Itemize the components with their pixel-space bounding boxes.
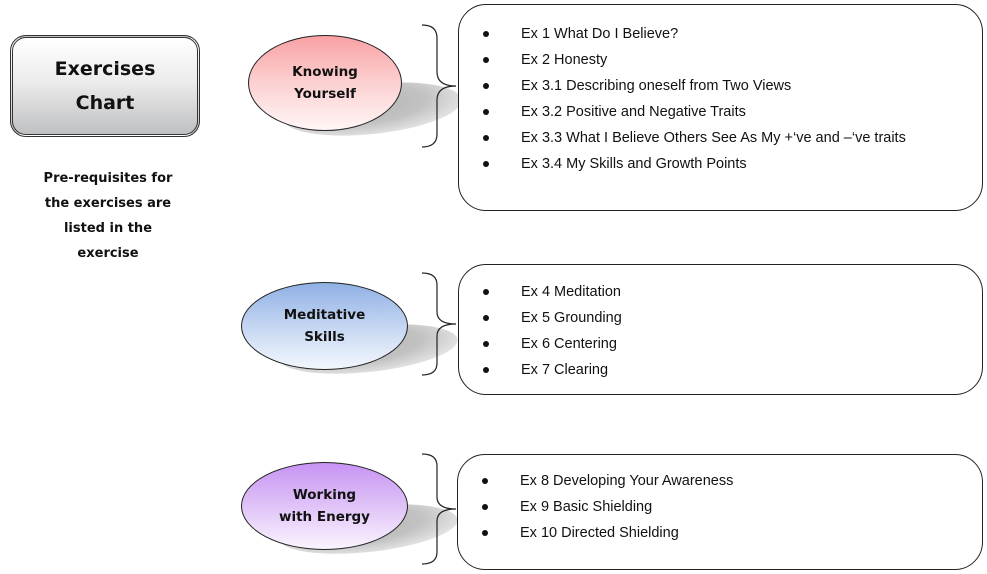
exercise-item: Ex 2 Honesty [459,47,982,73]
bullet-icon [483,289,489,295]
bullet-icon [483,57,489,63]
exercise-item: Ex 1 What Do I Believe? [459,21,982,47]
note-line: exercise [77,246,139,261]
exercise-list-meditative-skills: Ex 4 Meditation Ex 5 Grounding Ex 6 Cent… [458,264,983,395]
exercise-label: Ex 2 Honesty [521,52,608,68]
right-brace-icon [421,272,457,376]
exercise-item: Ex 4 Meditation [459,279,982,305]
exercise-item: Ex 8 Developing Your Awareness [458,468,982,494]
category-label-line: Meditative [283,307,366,323]
bullet-icon [483,341,489,347]
exercise-label: Ex 5 Grounding [521,310,622,326]
exercise-label: Ex 10 Directed Shielding [520,525,679,541]
bullet-icon [483,31,489,37]
exercise-label: Ex 4 Meditation [521,284,621,300]
exercise-item: Ex 7 Clearing [459,357,982,383]
bullet-icon [482,530,488,536]
exercise-item: Ex 3.3 What I Believe Others See As My +… [459,125,982,151]
exercise-item: Ex 6 Centering [459,331,982,357]
exercise-item: Ex 3.4 My Skills and Growth Points [459,151,982,177]
bullet-icon [482,504,488,510]
category-knowing-yourself: Knowing Yourself [248,35,402,131]
exercise-label: Ex 3.4 My Skills and Growth Points [521,156,747,172]
bullet-icon [483,367,489,373]
exercise-label: Ex 3.2 Positive and Negative Traits [521,104,746,120]
exercise-label: Ex 6 Centering [521,336,617,352]
exercise-item: Ex 3.2 Positive and Negative Traits [459,99,982,125]
bullet-icon [483,315,489,321]
exercise-label: Ex 3.1 Describing oneself from Two Views [521,78,792,94]
category-label-line: Working [292,487,357,503]
category-label-line: Skills [304,329,345,345]
category-meditative-skills: Meditative Skills [241,282,408,370]
bullet-icon [483,83,489,89]
title-line-2: Chart [75,92,135,114]
exercise-item: Ex 9 Basic Shielding [458,494,982,520]
exercise-list-working-with-energy: Ex 8 Developing Your Awareness Ex 9 Basi… [457,454,983,570]
exercise-label: Ex 3.3 What I Believe Others See As My +… [521,130,906,146]
right-brace-icon [421,453,457,565]
prerequisites-note: Pre-requisites for the exercises are lis… [20,166,196,266]
exercise-item: Ex 3.1 Describing oneself from Two Views [459,73,982,99]
exercise-list-knowing-yourself: Ex 1 What Do I Believe? Ex 2 Honesty Ex … [458,4,983,211]
exercise-label: Ex 8 Developing Your Awareness [520,473,734,489]
bullet-icon [483,109,489,115]
bullet-icon [483,161,489,167]
category-working-with-energy: Working with Energy [241,462,408,550]
category-label-line: Yourself [294,86,356,102]
chart-title-box: Exercises Chart [10,35,200,137]
note-line: listed in the [63,221,153,236]
exercise-label: Ex 7 Clearing [521,362,609,378]
category-label-line: with Energy [279,509,370,525]
bullet-icon [483,135,489,141]
exercise-item: Ex 10 Directed Shielding [458,520,982,546]
bullet-icon [482,478,488,484]
right-brace-icon [421,24,457,148]
exercise-label: Ex 1 What Do I Believe? [521,26,679,42]
note-line: Pre-requisites for [43,171,173,186]
exercise-label: Ex 9 Basic Shielding [520,499,653,515]
exercise-item: Ex 5 Grounding [459,305,982,331]
category-label-line: Knowing [292,64,358,80]
note-line: the exercises are [44,196,172,211]
title-line-1: Exercises [54,58,156,80]
